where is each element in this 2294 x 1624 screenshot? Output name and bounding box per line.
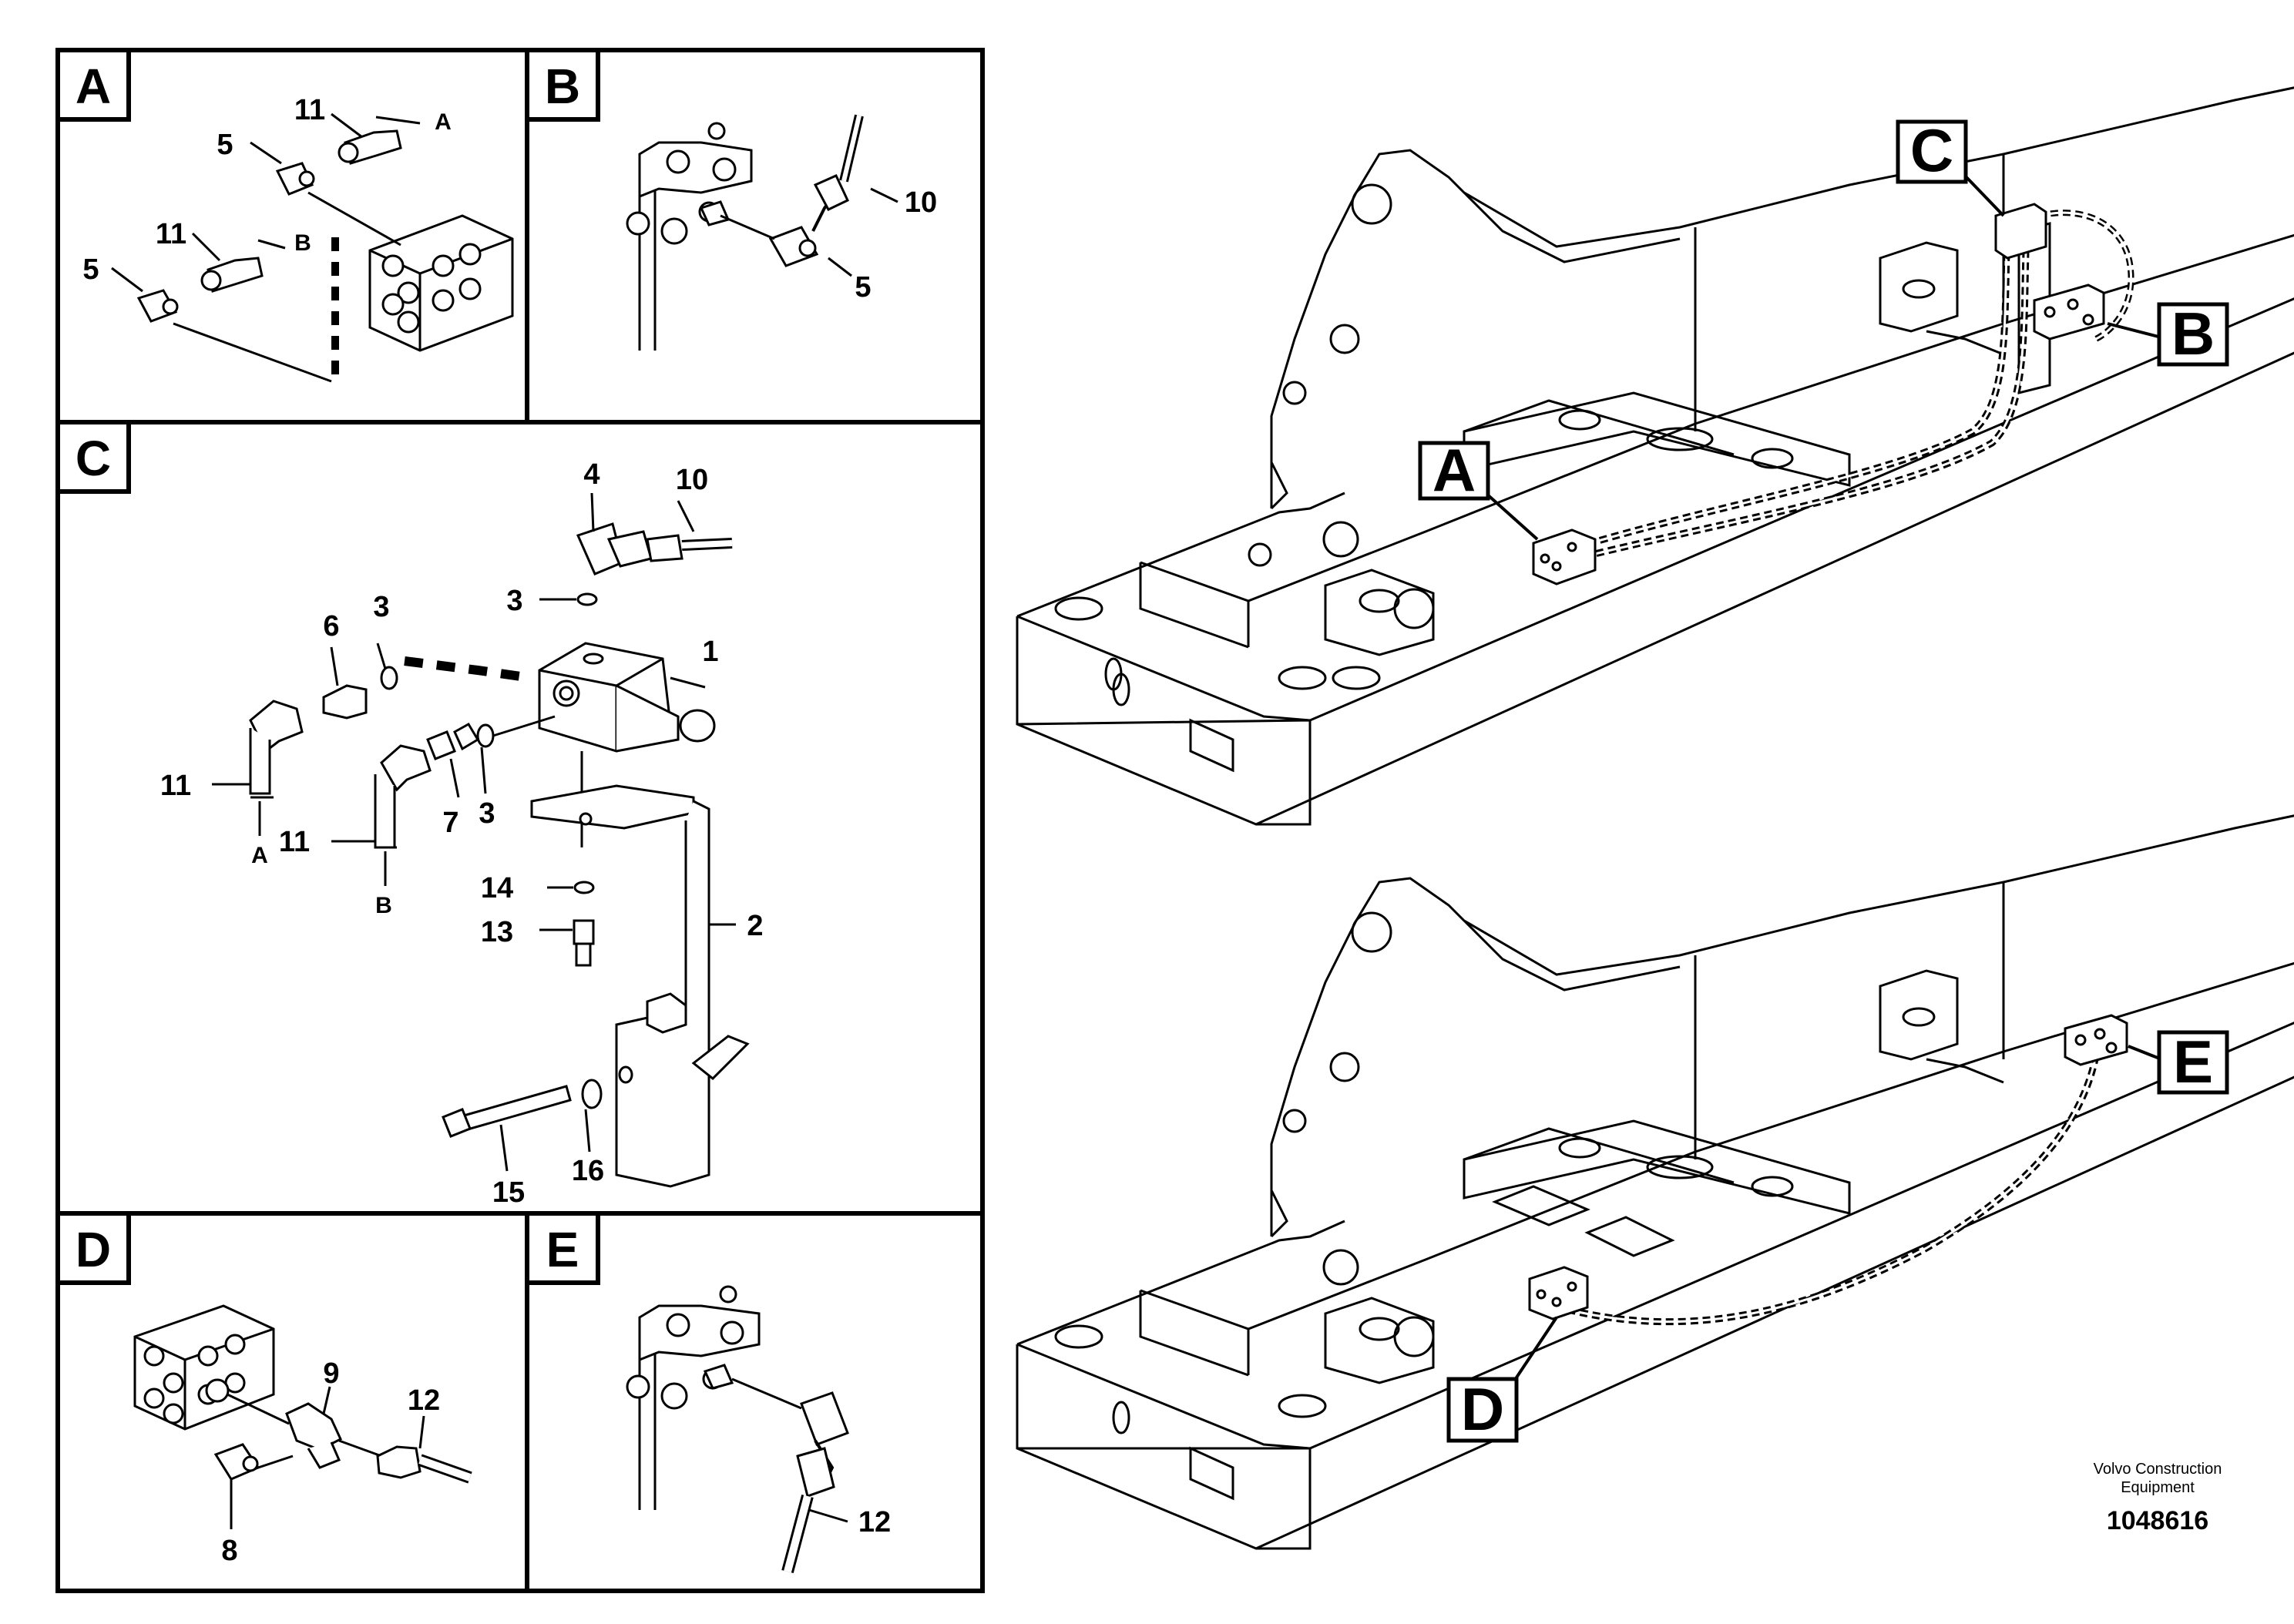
callout-3-upper: 3 [373, 591, 389, 623]
callout-11-upper: 11 [294, 94, 325, 126]
callout-11-lower: 11 [156, 218, 186, 250]
overview-tag-c: C [1896, 116, 1968, 184]
callout-14: 14 [481, 872, 513, 904]
callout-12: 12 [858, 1506, 891, 1538]
overview-hoses-bottom [1567, 1055, 2100, 1326]
port-a-label: A [251, 843, 268, 868]
callout-5-upper: 5 [217, 129, 233, 161]
overview-leaders-top [1484, 173, 2162, 541]
overview-tag-e: E [2157, 1028, 2229, 1096]
panel-d-callouts: 9 12 8 [221, 1357, 440, 1567]
panel-b-letter: B [545, 59, 580, 114]
callout-6: 6 [323, 610, 339, 643]
overview-tag-d-letter: D [1461, 1375, 1504, 1443]
brand-caption: Volvo Construction Equipment [2042, 1460, 2273, 1497]
panel-a-letter: A [76, 59, 111, 114]
panel-e-callouts: 12 [858, 1506, 891, 1538]
callout-12: 12 [408, 1384, 440, 1417]
overview-tag-a: A [1418, 436, 1490, 504]
panel-c-label: C [55, 420, 131, 494]
callout-2: 2 [747, 910, 763, 942]
panel-a-label: A [55, 48, 131, 122]
callout-8: 8 [221, 1535, 237, 1567]
callout-5: 5 [855, 271, 871, 304]
overview-frame-bottom [1016, 814, 2294, 1550]
brand-line-1: Volvo Construction [2093, 1461, 2222, 1478]
panel-c-letter: C [76, 431, 111, 486]
panel-d-label: D [55, 1211, 131, 1285]
brand-line-2: Equipment [2121, 1479, 2195, 1496]
callout-5-lower: 5 [82, 253, 99, 286]
port-b-label: B [375, 893, 392, 918]
overview-tag-d: D [1446, 1375, 1519, 1443]
callout-7: 7 [442, 807, 458, 839]
overview-tag-a-letter: A [1432, 436, 1476, 504]
overview-hoses-top [1551, 210, 2134, 566]
callout-15: 15 [492, 1176, 525, 1209]
callout-1: 1 [702, 636, 718, 668]
callout-11-lower: 11 [279, 826, 310, 858]
panel-b-callouts: 10 5 [855, 186, 937, 304]
drawing-number: 1048616 [2106, 1506, 2209, 1535]
overview-tag-b: B [2157, 300, 2229, 367]
callout-10: 10 [676, 464, 708, 496]
port-a-label: A [435, 109, 452, 135]
overview-blocks-bottom [1528, 1014, 2128, 1320]
panel-a-callouts: 11 5 11 5 A B [82, 94, 451, 286]
panel-b-label: B [525, 48, 600, 122]
port-b-label: B [294, 230, 311, 256]
panel-d-letter: D [76, 1222, 111, 1277]
overview-tag-b-letter: B [2171, 300, 2215, 367]
overview-blocks-top [1532, 203, 2105, 586]
panel-b-drawing [626, 114, 898, 351]
overview-tag-e-letter: E [2173, 1028, 2213, 1096]
panel-e-letter: E [546, 1222, 579, 1277]
overview-tag-c-letter: C [1910, 116, 1953, 184]
panel-a-drawing [111, 112, 514, 383]
panel-e-drawing [626, 1285, 849, 1574]
callout-10: 10 [905, 186, 937, 219]
callout-3-lower: 3 [479, 797, 495, 830]
callout-11-upper: 11 [160, 770, 191, 802]
callout-16: 16 [572, 1155, 604, 1187]
overview-frame-top [1016, 86, 2294, 826]
panel-d-drawing [133, 1304, 472, 1529]
panel-e-label: E [525, 1211, 600, 1285]
callout-13: 13 [481, 916, 513, 948]
overview-leaders-bottom [1509, 1045, 2162, 1388]
panel-c-callouts: 4 10 3 6 3 1 11 11 7 3 A B 14 13 2 15 16 [160, 458, 764, 1209]
panel-c-drawing [212, 492, 750, 1188]
callout-3-top: 3 [506, 585, 522, 617]
callout-4: 4 [583, 458, 600, 491]
callout-9: 9 [323, 1357, 339, 1390]
